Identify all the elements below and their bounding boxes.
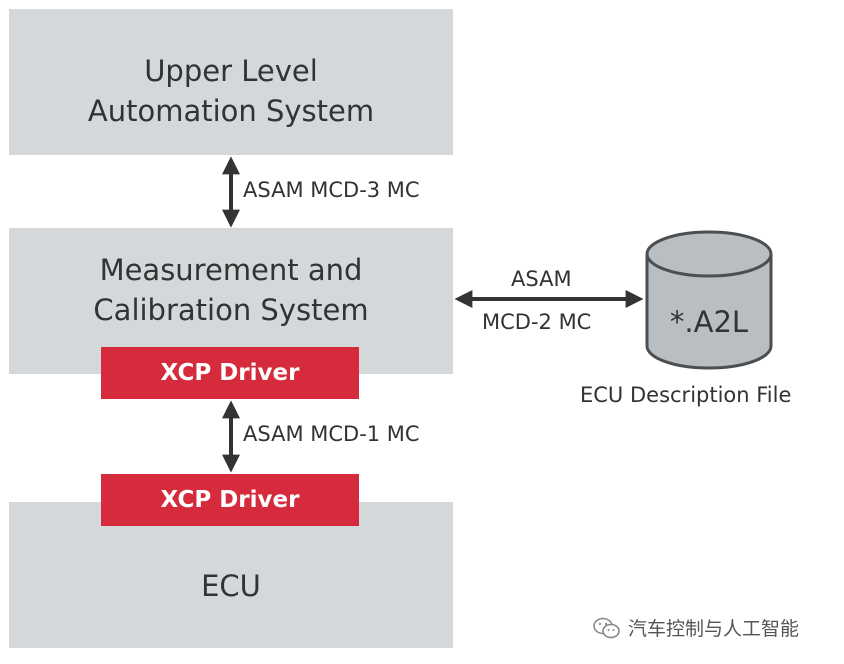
upper-level-automation-title: Upper Level Automation System <box>87 54 375 128</box>
a2l-file-label: *.A2L <box>669 305 749 339</box>
watermark-text: 汽车控制与人工智能 <box>628 618 800 640</box>
mcd3-label: ASAM MCD-3 MC <box>243 178 420 202</box>
watermark: 汽车控制与人工智能 <box>592 614 799 641</box>
mcd1-label: ASAM MCD-1 MC <box>243 422 420 446</box>
mcd2-label-line2: MCD-2 MC <box>482 310 592 334</box>
database-cylinder-icon <box>645 230 773 370</box>
ecu-box: ECU <box>9 502 453 648</box>
ecu-description-caption: ECU Description File <box>580 383 792 407</box>
xcp-driver-top: XCP Driver <box>101 347 359 399</box>
mcd2-label-line1: ASAM <box>511 267 572 291</box>
xcp-driver-bottom: XCP Driver <box>101 474 359 526</box>
wechat-icon <box>593 617 620 638</box>
measurement-calibration-title: Measurement and Calibration System <box>93 253 369 327</box>
ecu-title: ECU <box>201 569 261 603</box>
upper-level-automation-box: Upper Level Automation System <box>9 9 453 155</box>
